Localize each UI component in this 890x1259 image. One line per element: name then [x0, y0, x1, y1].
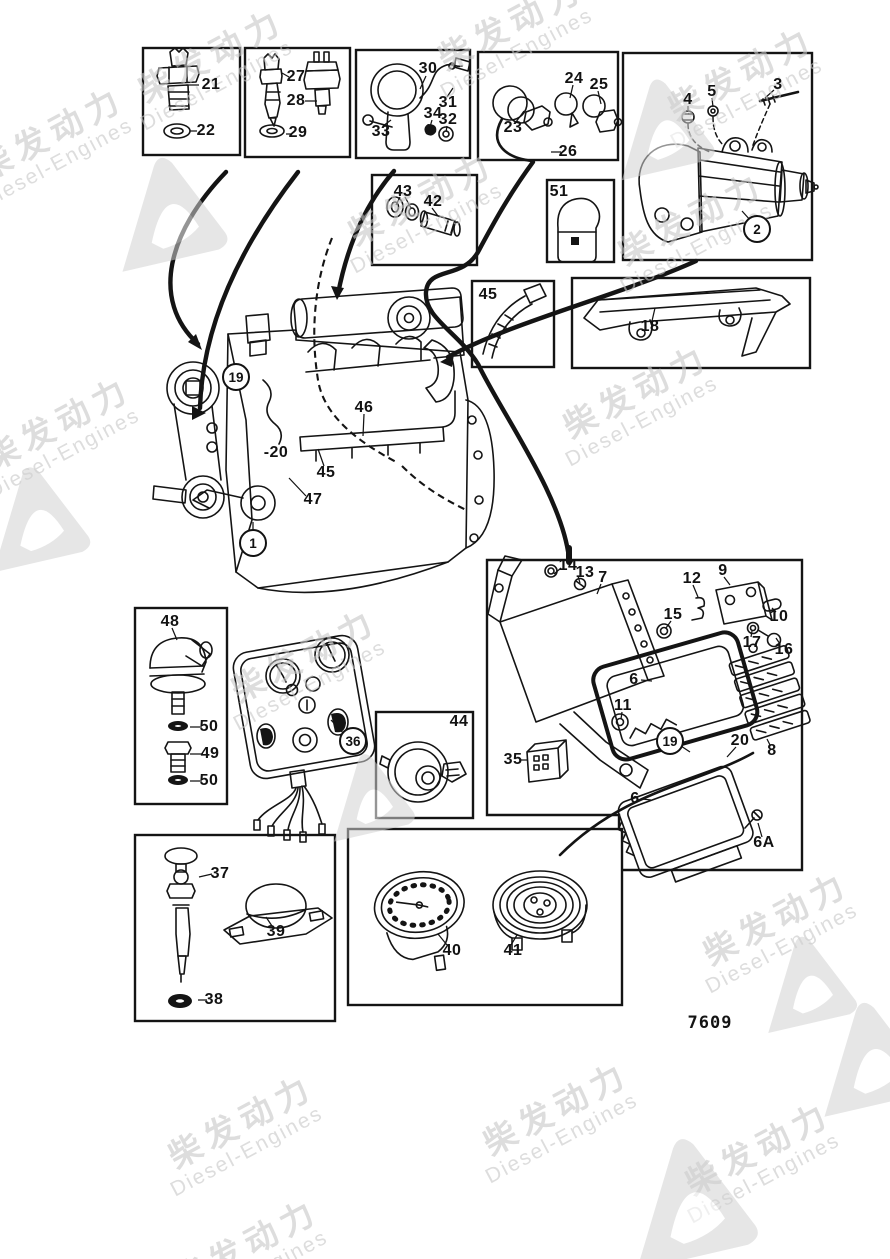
pressure-switches-illustration	[492, 85, 623, 163]
box-coolant-sensor	[141, 46, 242, 157]
arrowhead	[188, 334, 202, 350]
breather-illustration	[149, 637, 213, 785]
box-bracket-18	[570, 276, 812, 370]
box-washers-stud	[370, 173, 479, 267]
bracket-illustration	[583, 287, 791, 357]
box-pressure-switches	[476, 50, 620, 162]
electronics-illustration	[487, 555, 811, 883]
dashed-harness-path	[313, 237, 467, 511]
gauges-illustration	[373, 870, 588, 972]
gauge-sender-illustration	[362, 57, 471, 151]
engine-illustration	[152, 287, 495, 594]
box-gauge-sender	[354, 48, 472, 160]
instrument-panel-illustration	[232, 634, 376, 843]
box-temp-sensors	[243, 46, 352, 159]
cable-tie-illustration	[482, 283, 547, 359]
washers-stud-illustration	[386, 196, 461, 237]
box-cable-tie	[470, 279, 556, 369]
glowplug-buzzer-illustration	[164, 847, 333, 1008]
elbow-cap-illustration	[556, 197, 601, 263]
box-gauges	[346, 827, 624, 1007]
arrowhead	[331, 286, 344, 300]
